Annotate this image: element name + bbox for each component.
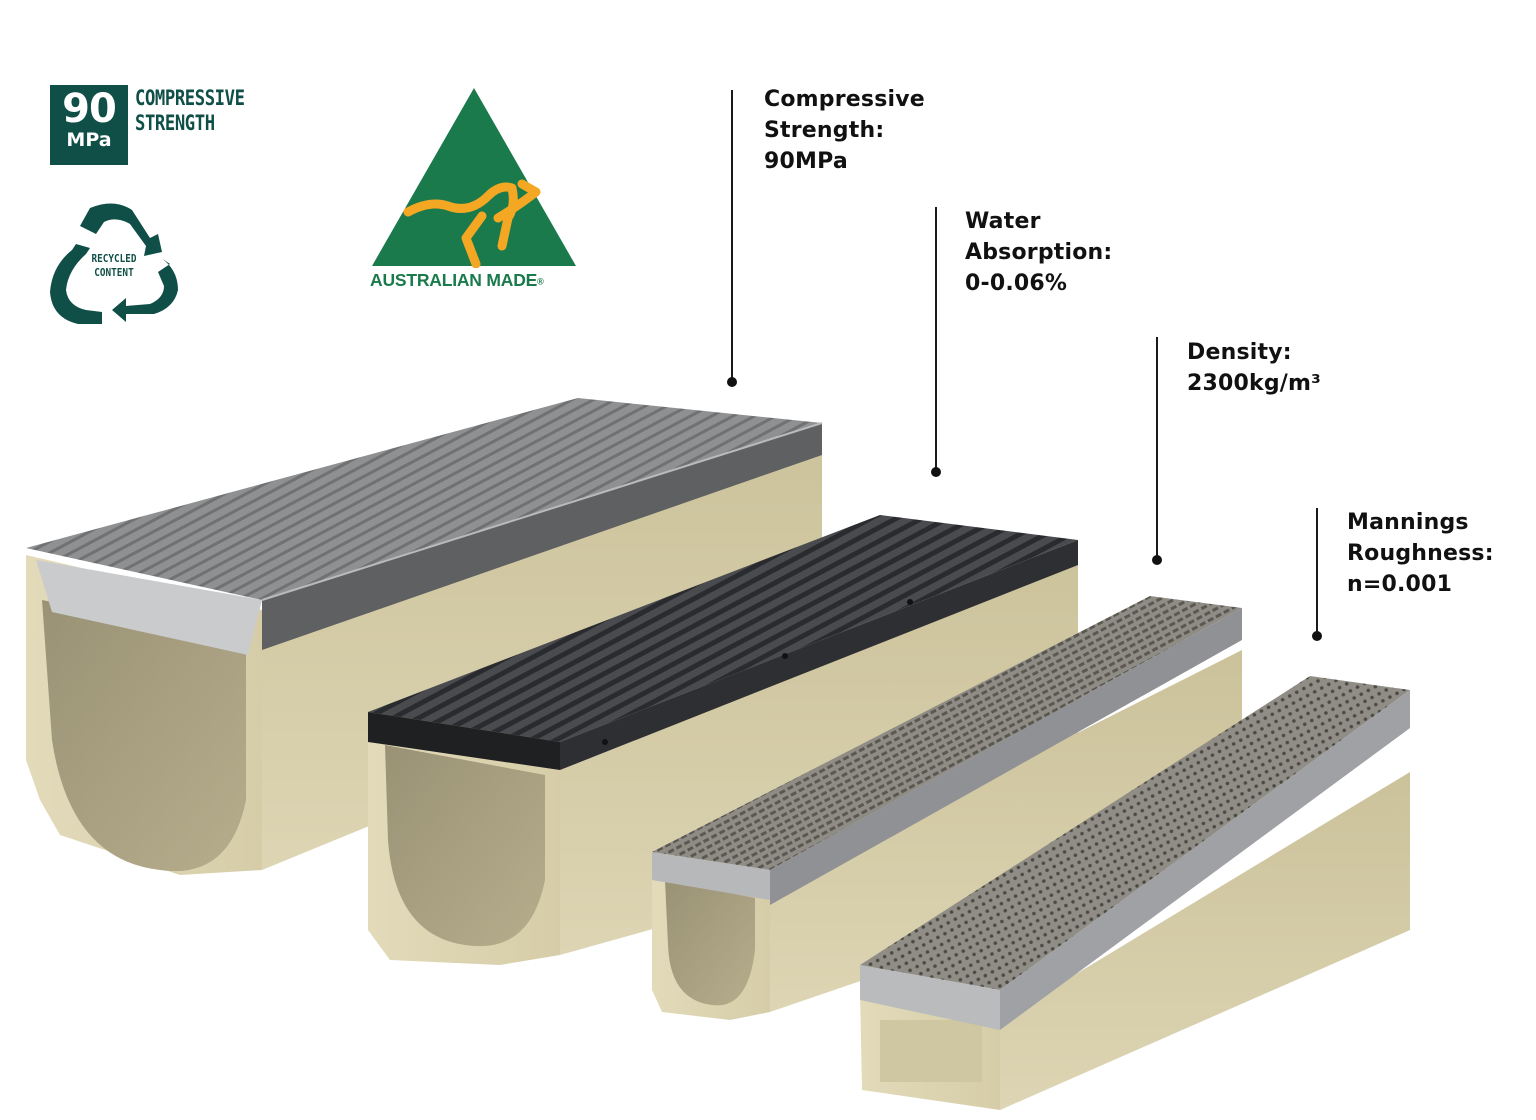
callout-mannings-roughness: Mannings Roughness: n=0.001 xyxy=(1347,507,1494,600)
callout-line-density xyxy=(1156,337,1158,558)
recycled-line1: RECYCLED xyxy=(91,252,137,265)
registered-mark: ® xyxy=(537,276,544,287)
callout-label: Strength: xyxy=(764,118,885,143)
recycled-line2: CONTENT xyxy=(94,266,134,279)
callout-label: Absorption: xyxy=(965,240,1113,265)
channel-small xyxy=(652,596,1242,1020)
callout-value: n=0.001 xyxy=(1347,572,1453,597)
callout-line-compressive xyxy=(731,90,733,380)
callout-value: 90MPa xyxy=(764,149,848,174)
badge-label-line2: STRENGTH xyxy=(135,111,215,135)
callout-line-water-absorption xyxy=(935,207,937,470)
callout-dot-mannings-roughness xyxy=(1312,631,1322,641)
callout-label: Density: xyxy=(1187,340,1292,365)
australian-made-kangaroo-icon xyxy=(372,88,576,268)
callout-label: Roughness: xyxy=(1347,541,1494,566)
callout-dot-compressive xyxy=(727,377,737,387)
australian-made-text: AUSTRALIAN MADE xyxy=(370,270,538,290)
callout-value: 2300kg/m³ xyxy=(1187,371,1322,396)
compressive-strength-badge-label: COMPRESSIVE STRENGTH xyxy=(135,86,245,136)
callout-value: 0-0.06% xyxy=(965,271,1068,296)
callout-label: Water xyxy=(965,209,1041,234)
badge-number: 90 xyxy=(62,86,117,132)
channel-medium xyxy=(368,515,1078,965)
australian-made-label: AUSTRALIAN MADE® xyxy=(370,270,544,291)
badge-label-line1: COMPRESSIVE xyxy=(135,86,245,110)
compressive-strength-badge: 90 MPa xyxy=(50,85,128,165)
callout-line-mannings-roughness xyxy=(1316,508,1318,634)
recycle-icon xyxy=(50,203,178,324)
callout-label: Mannings xyxy=(1347,510,1469,535)
callout-compressive-strength: Compressive Strength: 90MPa xyxy=(764,84,925,177)
channel-slim xyxy=(860,676,1410,1110)
recycled-content-label: RECYCLED CONTENT xyxy=(83,252,144,280)
callout-dot-water-absorption xyxy=(931,467,941,477)
badge-unit: MPa xyxy=(66,129,112,151)
callout-density: Density: 2300kg/m³ xyxy=(1187,337,1321,399)
callout-label: Compressive xyxy=(764,87,925,112)
callout-dot-density xyxy=(1152,555,1162,565)
callout-water-absorption: Water Absorption: 0-0.06% xyxy=(965,206,1112,299)
